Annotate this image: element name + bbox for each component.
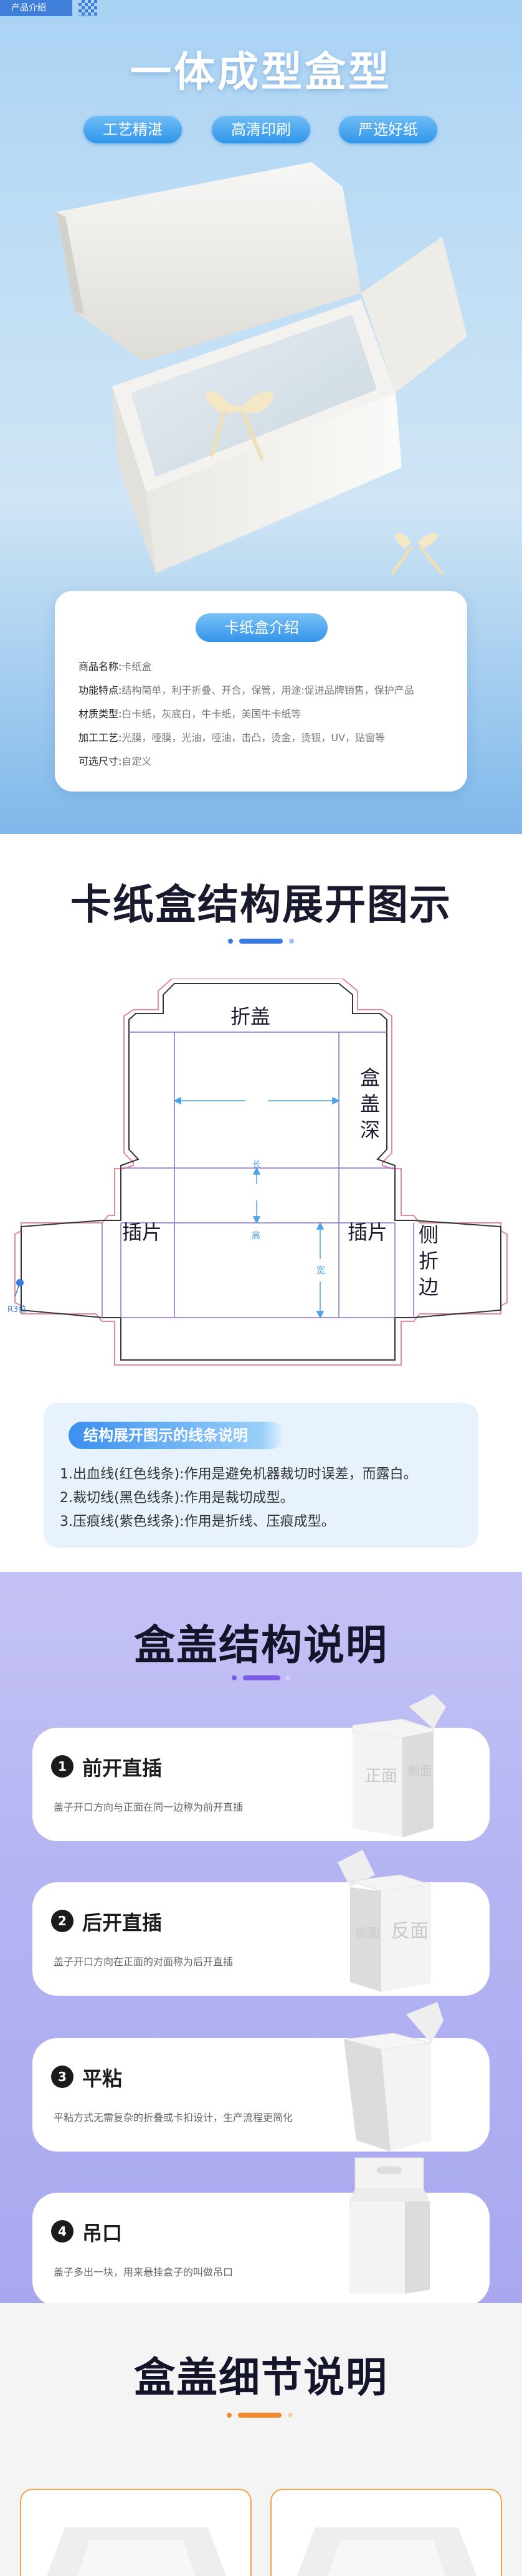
structure-diagram-section: 卡纸盒结构展开图示 折盖 盒 盖 深 长 高: [0, 834, 522, 1572]
lid-name: 吊口: [82, 2221, 123, 2245]
info-row-material: 材质类型:白卡纸，灰底白，牛卡纸，美国牛卡纸等: [78, 708, 301, 720]
product-info-title: 卡纸盒介绍: [196, 613, 328, 642]
product-info-card: 卡纸盒介绍 商品名称:卡纸盒 功能特点:结构简单，利于折叠、开合，保管，用途:促…: [55, 591, 467, 792]
svg-text:侧面: 侧面: [355, 1925, 380, 1940]
box-flat-glue-illustration: [343, 2002, 444, 2152]
lid-detail-section: 盒盖细节说明: [0, 2303, 522, 2576]
legend-line-cut: 2.裁切线(黑色线条):作用是裁切成型。: [60, 1490, 294, 1506]
lid-description: 盖子开口方向与正面在同一边称为前开直插: [54, 1801, 244, 1813]
detail-box-right-illustration: [297, 2527, 477, 2576]
info-row-features: 功能特点:结构简单，利于折叠、开合，保管，用途:促进品牌销售，保护产品: [78, 684, 414, 696]
tag-decoration: [78, 0, 97, 16]
label-insert-right: 插片: [348, 1220, 388, 1244]
line-legend-title: 结构展开图示的线条说明: [69, 1422, 284, 1449]
diagram-section-title: 卡纸盒结构展开图示: [70, 881, 452, 929]
lid-description: 平粘方式无需复杂的折叠或卡扣设计，生产流程更简化: [54, 2112, 293, 2124]
label-lid-depth: 盒 盖 深: [359, 1066, 380, 1142]
section-tag: 产品介绍: [0, 0, 72, 16]
line-legend-card: 结构展开图示的线条说明 1.出血线(红色线条):作用是避免机器裁切时误差，而露白…: [44, 1403, 478, 1548]
hero-section: 产品介绍 一体成型盒型 工艺精湛 高清印刷 严选好纸: [0, 0, 522, 834]
label-bleed: R3位: [7, 1305, 27, 1314]
label-width: 宽: [316, 1266, 325, 1276]
feature-pill-print: 高清印刷: [212, 116, 310, 143]
box-back-insert-illustration: 侧面 反面: [338, 1850, 432, 1992]
info-row-size: 可选尺寸:自定义: [78, 755, 152, 767]
lid-description: 盖子多出一块，用来悬挂盒子的叫做吊口: [54, 2266, 234, 2278]
label-height: 高: [252, 1231, 260, 1241]
lid-divider-dots: [232, 1675, 290, 1680]
lid-name: 后开直插: [82, 1911, 163, 1935]
detail-card-right: [270, 2489, 502, 2576]
info-row-name: 商品名称:卡纸盒: [78, 661, 152, 673]
lid-structure-section: 盒盖结构说明 1 前开直插 盖子开口方向与正面在同一边称为前开直插 正面 侧面 …: [0, 1572, 522, 2306]
svg-text:正面: 正面: [365, 1767, 397, 1786]
detail-section-title: 盒盖细节说明: [134, 2353, 388, 2401]
title-divider-dots: [228, 939, 294, 944]
label-fold-lid: 折盖: [230, 1005, 271, 1028]
lid-section-title: 盒盖结构说明: [134, 1621, 388, 1669]
legend-line-crease: 3.压痕线(紫色线条):作用是折线、压痕成型。: [60, 1514, 335, 1530]
lid-number: 3: [51, 2066, 74, 2088]
detail-card-left: [20, 2489, 252, 2576]
open-box-illustration: [56, 162, 467, 575]
lid-description: 盖子开口方向在正面的对面称为后开直插: [54, 1956, 234, 1968]
legend-line-bleed: 1.出血线(红色线条):作用是避免机器裁切时误差，而露白。: [60, 1467, 417, 1482]
label-insert-left: 插片: [122, 1220, 163, 1244]
feature-pill-paper: 严选好纸: [339, 116, 437, 143]
hero-title: 一体成型盒型: [130, 48, 392, 96]
info-row-process: 加工工艺:光膜，哑膜，光油，哑油，击凸，烫金，烫银，UV，贴窗等: [78, 732, 386, 744]
box-hang-tab-illustration: [349, 2157, 430, 2294]
label-side-fold: 侧 折 边: [418, 1223, 439, 1299]
feature-pill-craft: 工艺精湛: [83, 116, 182, 143]
svg-text:反面: 反面: [391, 1920, 429, 1942]
detail-divider-dots: [227, 2413, 293, 2418]
lid-name: 前开直插: [82, 1756, 163, 1780]
lid-name: 平粘: [82, 2067, 123, 2090]
dieline-diagram: [14, 979, 508, 1366]
lid-number: 2: [51, 1910, 74, 1932]
svg-text:侧面: 侧面: [407, 1763, 432, 1778]
label-length: 长: [252, 1160, 261, 1170]
lid-number: 4: [51, 2220, 74, 2243]
detail-box-left-illustration: [46, 2527, 227, 2576]
box-front-insert-illustration: 正面 侧面: [352, 1694, 446, 1837]
lid-number: 1: [51, 1755, 74, 1778]
